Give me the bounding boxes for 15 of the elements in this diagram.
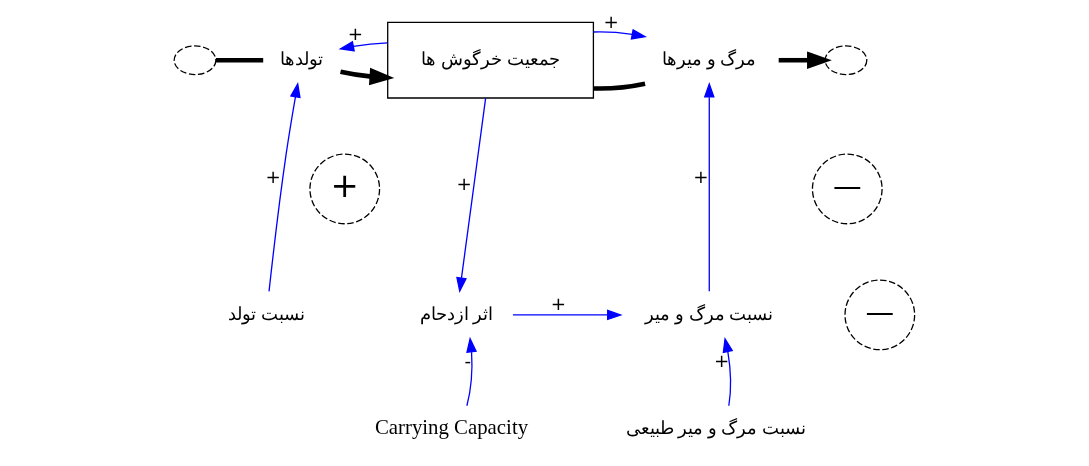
node-text: Carrying Capacity [374,415,529,440]
edge-label: + [693,165,709,187]
edge-label: + [265,165,281,187]
edge-label: + [347,22,364,44]
node-text: مرگ و میرها [662,49,757,70]
node-text: نسبت مرگ و میر [645,303,774,324]
edge-label: + [603,10,619,32]
edge-label: + [550,292,567,314]
node-text: نسبت تولد [228,303,305,324]
edge-label: - [464,350,472,372]
node-text: اثر ازدحام [419,303,494,324]
edge-label: + [456,172,472,194]
edge-label: + [714,350,730,372]
node-text: تولدها [280,49,324,70]
node-text: نسبت مرگ و میر طبیعی [625,418,806,439]
